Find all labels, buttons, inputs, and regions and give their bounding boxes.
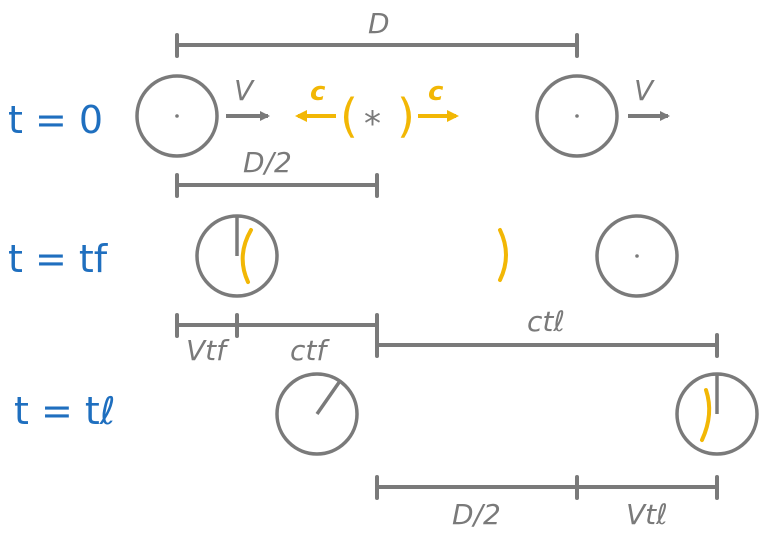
dimension-ctl	[375, 333, 719, 358]
light-front-right-tf	[498, 228, 508, 282]
label-D-top: D	[368, 7, 390, 40]
label-c-right: c	[428, 77, 444, 107]
clock-right-t0	[535, 74, 619, 158]
clock-right-tf	[595, 214, 679, 298]
label-D-half-bottom: D/2	[452, 498, 501, 531]
time-label-tf: t = tf	[8, 237, 109, 281]
light-paren-close: )	[397, 89, 415, 143]
label-vtl: Vtℓ	[626, 498, 668, 531]
label-v-right: V	[634, 74, 655, 107]
clock-left-tf	[195, 214, 279, 298]
emission-star: *	[364, 104, 381, 144]
label-v-left: V	[234, 74, 255, 107]
label-D-half-top: D/2	[243, 146, 292, 179]
label-vtf: Vtf	[186, 334, 230, 367]
light-paren-open: (	[340, 89, 358, 143]
label-c-left: c	[310, 77, 326, 107]
label-ctl: ctℓ	[527, 305, 565, 338]
dimension-bottom	[375, 475, 719, 500]
clock-left-t0	[135, 74, 219, 158]
label-ctf: ctf	[290, 334, 330, 367]
dimension-D-half-top	[175, 173, 379, 198]
clock-right-tl	[675, 372, 759, 456]
time-label-t0: t = 0	[8, 98, 103, 142]
dimension-vtf-ctf	[175, 313, 379, 358]
dimension-D-top	[175, 33, 579, 58]
clock-left-tl	[275, 372, 359, 456]
time-label-tl: t = tℓ	[14, 389, 116, 433]
